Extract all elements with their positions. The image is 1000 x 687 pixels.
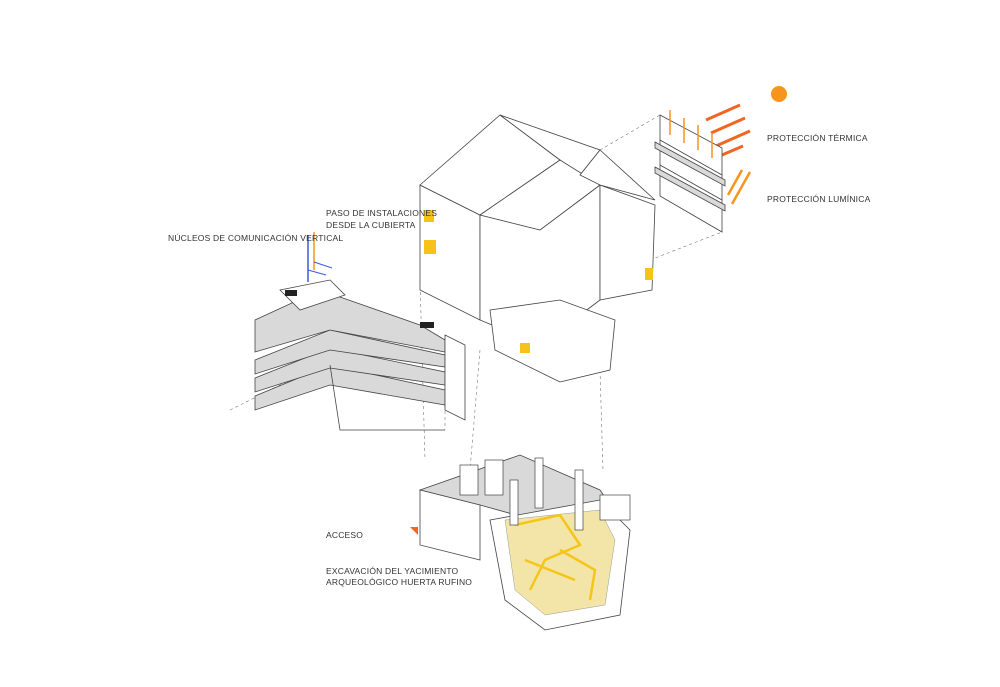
thermal-arrows-icon [705,103,751,157]
window-yellow [424,210,434,222]
label-acceso: ACCESO [326,530,363,540]
installation-ducts [307,232,333,282]
floor-slabs [254,279,466,431]
window-yellow [520,343,530,353]
excavation-base [410,454,631,631]
upper-building [419,114,656,383]
window-yellow [645,268,653,280]
label-proteccion-luminica: PROTECCIÓN LUMÍNICA [767,194,871,204]
light-arrows-icon [726,169,752,205]
label-paso-2: DESDE LA CUBIERTA [326,220,416,230]
sun-icon [771,86,787,102]
facade-panel [654,110,726,233]
label-nucleos: NÚCLEOS DE COMUNICACIÓN VERTICAL [168,233,343,243]
label-excavacion-1: EXCAVACIÓN DEL YACIMIENTO [326,566,459,576]
access-marker [410,527,418,535]
window-yellow [424,240,436,254]
label-proteccion-termica: PROTECCIÓN TÉRMICA [767,133,868,143]
label-paso-1: PASO DE INSTALACIONES [326,208,437,218]
label-excavacion-2: ARQUEOLÓGICO HUERTA RUFINO [326,577,472,587]
